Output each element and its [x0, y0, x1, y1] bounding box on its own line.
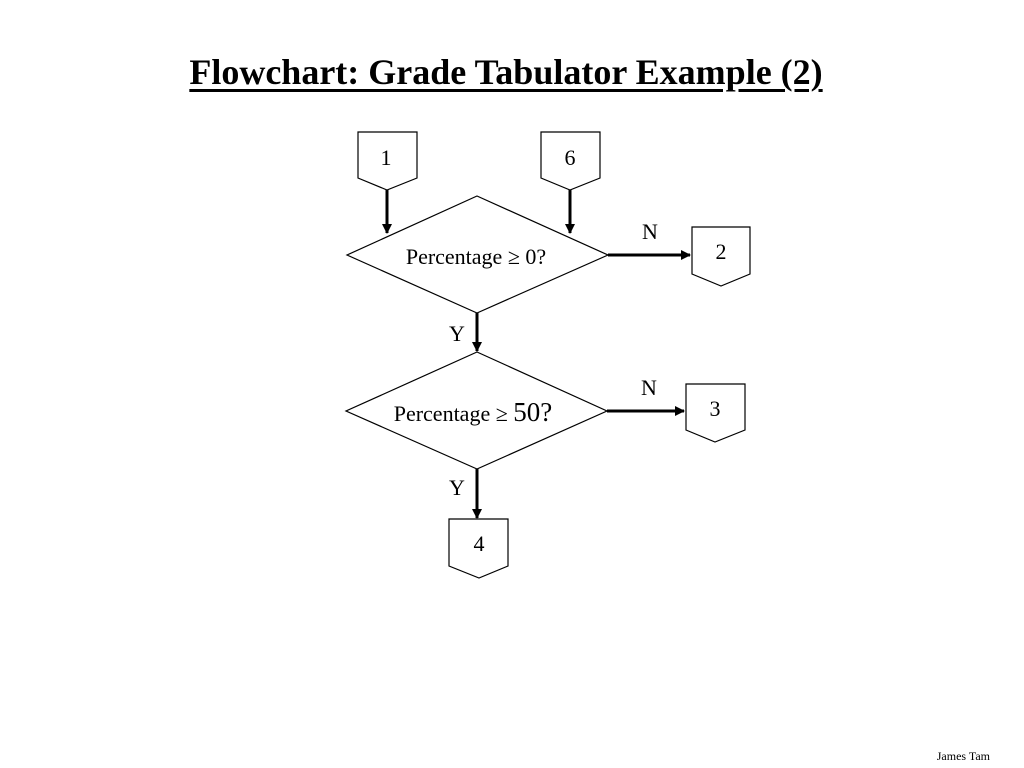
decision-2-label-value: 50? — [513, 397, 552, 427]
decision-2-label: Percentage ≥ 50? — [394, 397, 553, 427]
connector-1-shape — [357, 131, 418, 191]
decision-1-label: Percentage ≥ 0? — [406, 244, 546, 269]
connector-3-label: 3 — [710, 396, 721, 421]
connector-1: 1 — [357, 131, 418, 191]
decision-2-label-prefix: Percentage ≥ — [394, 401, 514, 426]
connector-6-label: 6 — [565, 145, 576, 170]
slide-title: Flowchart: Grade Tabulator Example (2) — [0, 50, 1012, 94]
footer-author: James Tam — [936, 749, 990, 763]
decision-2-yes-label: Y — [449, 475, 465, 500]
decision-1: Percentage ≥ 0? — [345, 195, 610, 314]
decision-1-label-value: 0? — [525, 244, 546, 269]
connector-4-label: 4 — [474, 531, 485, 556]
connector-2-shape — [691, 226, 751, 287]
connector-4: 4 — [448, 518, 509, 579]
connector-2: 2 — [691, 226, 751, 287]
connector-1-label: 1 — [381, 145, 392, 170]
decision-1-yes-label: Y — [449, 321, 465, 346]
decision-1-label-prefix: Percentage ≥ — [406, 244, 526, 269]
slide-title-text: Flowchart: Grade Tabulator Example (2) — [189, 52, 823, 92]
connector-4-shape — [448, 518, 509, 579]
decision-2-no-label: N — [641, 375, 657, 400]
connector-3: 3 — [685, 383, 746, 443]
decision-2: Percentage ≥ 50? — [344, 351, 609, 470]
connector-6: 6 — [540, 131, 601, 191]
connector-3-shape — [685, 383, 746, 443]
connector-6-shape — [540, 131, 601, 191]
decision-1-no-label: N — [642, 219, 658, 244]
connector-2-label: 2 — [716, 239, 727, 264]
